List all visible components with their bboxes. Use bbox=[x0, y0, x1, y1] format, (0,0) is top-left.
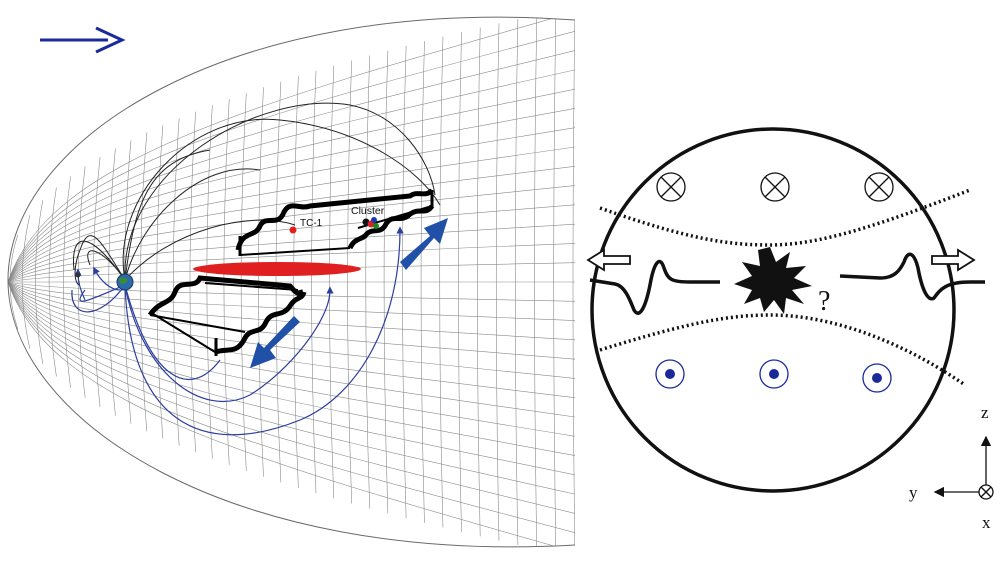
question-mark: ? bbox=[818, 286, 830, 317]
reconnection-panel: ? z y x bbox=[586, 127, 994, 532]
right-arrow-icon bbox=[40, 26, 126, 54]
out-of-page-icon bbox=[862, 363, 892, 393]
dipole-field-lines bbox=[72, 102, 441, 286]
flow-arrows bbox=[250, 218, 448, 368]
out-of-page-markers bbox=[655, 359, 892, 393]
lower-dotted-boundary bbox=[599, 313, 966, 387]
y-axis-label: y bbox=[909, 483, 918, 502]
earthward-flow-arrow bbox=[250, 316, 300, 368]
x-axis-into-page-icon bbox=[978, 484, 994, 500]
lower-plasma-slab bbox=[147, 275, 307, 356]
outflow-arrows bbox=[586, 248, 976, 272]
out-of-page-icon bbox=[655, 359, 685, 389]
magnetopause-outline bbox=[7, 16, 576, 548]
coordinate-axes: z y x bbox=[909, 403, 994, 532]
earth-icon bbox=[116, 273, 134, 291]
blue-field-lines bbox=[71, 226, 404, 436]
waveforms bbox=[589, 252, 985, 315]
tailward-flow-arrow bbox=[400, 218, 448, 270]
reconnection-burst-icon bbox=[734, 247, 812, 314]
upper-plasma-slab bbox=[235, 188, 435, 256]
upper-dotted-boundary bbox=[599, 188, 971, 247]
into-page-icon bbox=[656, 172, 686, 202]
magnetosphere-panel: TC-1 Cluster bbox=[7, 16, 576, 548]
into-page-icon bbox=[760, 172, 790, 202]
reconnection-circle bbox=[590, 127, 956, 493]
out-of-page-icon bbox=[759, 359, 789, 389]
into-page-icon bbox=[864, 172, 894, 202]
cluster-markers bbox=[362, 217, 379, 229]
x-axis-label: x bbox=[982, 513, 991, 532]
into-page-markers bbox=[656, 172, 894, 202]
cluster-label: Cluster bbox=[351, 205, 385, 217]
moon-marker bbox=[75, 272, 81, 278]
left-outflow-arrow bbox=[586, 248, 631, 272]
z-axis-label: z bbox=[981, 403, 989, 422]
magnetopause-mesh bbox=[8, 17, 575, 547]
tc1-marker bbox=[289, 226, 297, 234]
tc1-label: TC-1 bbox=[300, 218, 323, 229]
right-outflow-arrow bbox=[931, 248, 976, 272]
left-dipolarization-waveform bbox=[589, 259, 720, 315]
current-sheet bbox=[193, 262, 361, 276]
right-dipolarization-waveform bbox=[839, 252, 985, 301]
